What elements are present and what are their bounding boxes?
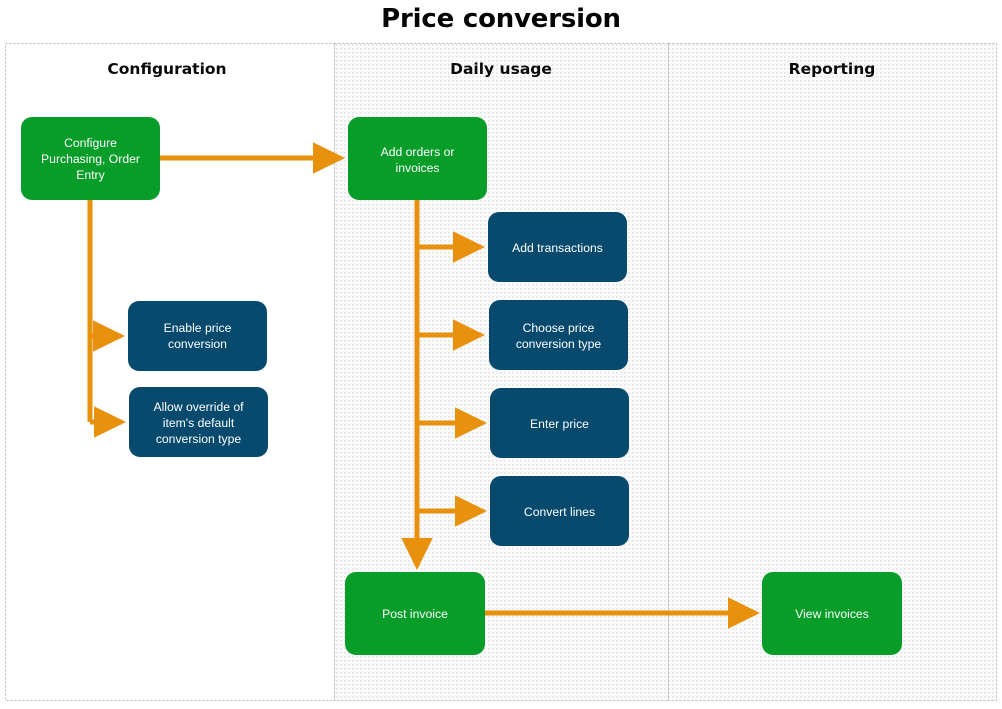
node-enter-price[interactable]: Enter price (490, 388, 629, 458)
node-add-transactions-box[interactable] (488, 212, 627, 282)
node-choose-price-conversion-type-line-1: Choose price (523, 321, 595, 335)
node-allow-override-default-conversion-type-line-1: Allow override of (153, 400, 244, 414)
node-allow-override-default-conversion-type-line-3: conversion type (156, 432, 242, 446)
lane-reporting-title: Reporting (789, 60, 876, 78)
node-add-orders-or-invoices-box[interactable] (348, 117, 487, 200)
node-choose-price-conversion-type[interactable]: Choose price conversion type (489, 300, 628, 370)
node-enable-price-conversion[interactable]: Enable price conversion (128, 301, 267, 371)
node-choose-price-conversion-type-box[interactable] (489, 300, 628, 370)
node-add-orders-or-invoices[interactable]: Add orders or invoices (348, 117, 487, 200)
node-enter-price-line-1: Enter price (530, 417, 589, 431)
node-convert-lines-line-1: Convert lines (524, 505, 595, 519)
node-add-transactions-line-1: Add transactions (512, 241, 603, 255)
node-post-invoice[interactable]: Post invoice (345, 572, 485, 655)
node-allow-override-default-conversion-type[interactable]: Allow override of item's default convers… (129, 387, 268, 457)
page-title: Price conversion (381, 4, 621, 34)
node-enable-price-conversion-line-1: Enable price (164, 321, 232, 335)
node-enable-price-conversion-box[interactable] (128, 301, 267, 371)
node-allow-override-default-conversion-type-line-2: item's default (163, 416, 235, 430)
node-choose-price-conversion-type-line-2: conversion type (516, 337, 602, 351)
node-add-orders-or-invoices-line-2: invoices (395, 161, 439, 175)
node-enter-price-box[interactable] (490, 388, 629, 458)
node-enable-price-conversion-line-2: conversion (168, 337, 227, 351)
connector-layer (87, 142, 761, 629)
node-view-invoices-line-1: View invoices (795, 607, 869, 621)
node-configure-purchasing-order-entry-line-3: Entry (76, 168, 105, 182)
node-post-invoice-line-1: Post invoice (382, 607, 448, 621)
node-view-invoices[interactable]: View invoices (762, 572, 902, 655)
node-configure-purchasing-order-entry[interactable]: Configure Purchasing, Order Entry (21, 117, 160, 200)
node-add-transactions[interactable]: Add transactions (488, 212, 627, 282)
node-convert-lines[interactable]: Convert lines (490, 476, 629, 546)
node-convert-lines-box[interactable] (490, 476, 629, 546)
node-configure-purchasing-order-entry-line-2: Purchasing, Order (41, 152, 140, 166)
node-post-invoice-box[interactable] (345, 572, 485, 655)
lane-daily-usage-title: Daily usage (450, 60, 552, 78)
node-view-invoices-box[interactable] (762, 572, 902, 655)
node-configure-purchasing-order-entry-box[interactable] (21, 117, 160, 200)
node-allow-override-default-conversion-type-box[interactable] (129, 387, 268, 457)
lane-configuration-title: Configuration (107, 60, 226, 78)
node-configure-purchasing-order-entry-line-1: Configure (64, 136, 117, 150)
node-add-orders-or-invoices-line-1: Add orders or (381, 145, 455, 159)
